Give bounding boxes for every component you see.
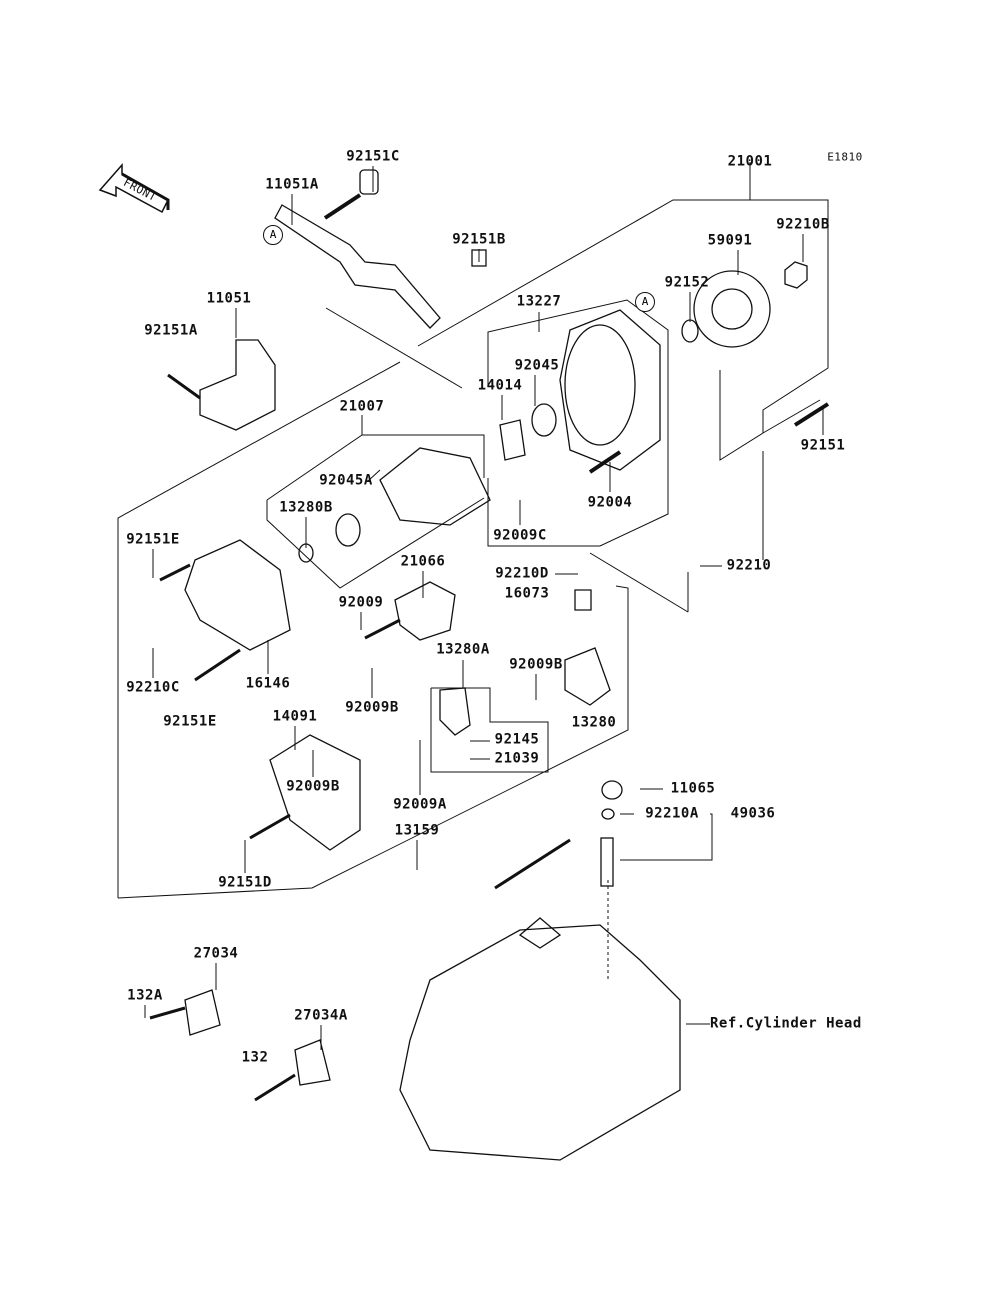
bushing-16073: [574, 589, 592, 611]
group-outline-21007: [266, 415, 485, 589]
cover-14091: [269, 734, 361, 851]
part-label[interactable]: 92145: [494, 731, 540, 748]
part-label[interactable]: 92210B: [776, 216, 830, 233]
reference-marker-a: A: [635, 292, 655, 312]
relay-27034A: [294, 1039, 331, 1086]
bracket-11051A: [274, 204, 441, 329]
part-label[interactable]: 13280B: [279, 499, 333, 516]
part-label[interactable]: 16073: [504, 585, 550, 602]
part-label[interactable]: 132: [241, 1049, 269, 1066]
bearing-92045: [531, 403, 557, 437]
part-label[interactable]: 92151A: [144, 322, 198, 339]
bolt-92151C: [359, 169, 379, 195]
part-label[interactable]: 14091: [272, 708, 318, 725]
cylinder-head: [399, 924, 681, 1161]
part-label[interactable]: 21001: [727, 153, 773, 170]
bus-bar-13159: [494, 838, 571, 890]
part-label[interactable]: 92210A: [645, 805, 699, 822]
housing-13227: [559, 309, 661, 471]
part-label[interactable]: 27034: [193, 945, 239, 962]
part-label[interactable]: 92210: [726, 557, 772, 574]
part-label[interactable]: 92009B: [286, 778, 340, 795]
part-label[interactable]: 92009B: [509, 656, 563, 673]
collar-92152: [681, 319, 699, 343]
part-label[interactable]: 92151C: [346, 148, 400, 165]
reference-note: Ref.Cylinder Head: [710, 1015, 862, 1032]
part-label[interactable]: 92045A: [319, 472, 373, 489]
part-label[interactable]: 21039: [494, 750, 540, 767]
part-label[interactable]: 13159: [394, 822, 440, 839]
part-label[interactable]: 59091: [707, 232, 753, 249]
brush-holder-13280A: [439, 687, 471, 736]
part-label[interactable]: 92152: [664, 274, 710, 291]
part-label[interactable]: 13280A: [436, 641, 490, 658]
part-label[interactable]: 132A: [127, 987, 163, 1004]
part-label[interactable]: 14014: [477, 377, 523, 394]
bracket-11051: [199, 339, 276, 431]
part-label[interactable]: 11051A: [265, 176, 319, 193]
rotor-21007: [379, 447, 491, 526]
part-label[interactable]: 92009B: [345, 699, 399, 716]
washer-92210A: [601, 808, 615, 820]
part-label[interactable]: 92009: [338, 594, 384, 611]
collar-13280B: [298, 543, 314, 563]
bolt-92151B: [471, 249, 487, 267]
part-label[interactable]: 13280: [571, 714, 617, 731]
group-outline-13280A: [430, 660, 549, 773]
part-label[interactable]: 92210D: [495, 565, 549, 582]
glow-plug-49036: [600, 837, 614, 887]
part-label[interactable]: 92151: [800, 437, 846, 454]
part-label[interactable]: 11065: [670, 780, 716, 797]
nut-11065: [601, 780, 623, 800]
group-outline-21001: [117, 162, 829, 899]
part-label[interactable]: 92009A: [393, 796, 447, 813]
bearing-59091: [693, 270, 771, 348]
cover-16146: [184, 539, 291, 651]
part-label[interactable]: 92151B: [452, 231, 506, 248]
part-label[interactable]: 92210C: [126, 679, 180, 696]
part-label[interactable]: 92151E: [126, 531, 180, 548]
regulator-21066: [394, 581, 456, 641]
plate-14014: [499, 419, 526, 461]
part-label[interactable]: 16146: [245, 675, 291, 692]
nut-92210B: [784, 261, 808, 289]
part-label[interactable]: 92045: [514, 357, 560, 374]
part-label[interactable]: 92151D: [218, 874, 272, 891]
part-label[interactable]: 21007: [339, 398, 385, 415]
part-shapes: [149, 169, 830, 1161]
part-label[interactable]: 92151E: [163, 713, 217, 730]
leader-lines: [144, 166, 824, 1050]
front-arrow-icon: [98, 163, 170, 214]
rectifier-13280: [564, 647, 611, 706]
part-label[interactable]: 11051: [206, 290, 252, 307]
reference-marker-a: A: [263, 225, 283, 245]
part-label[interactable]: 27034A: [294, 1007, 348, 1024]
part-label[interactable]: 21066: [400, 553, 446, 570]
relay-27034: [184, 989, 221, 1036]
part-label[interactable]: 92004: [587, 494, 633, 511]
part-label[interactable]: 92009C: [493, 527, 547, 544]
group-outline-13227: [487, 299, 669, 547]
part-label[interactable]: 49036: [730, 805, 776, 822]
bearing-92045A: [335, 513, 361, 547]
part-label[interactable]: 13227: [516, 293, 562, 310]
diagram-code: E1810: [827, 150, 863, 164]
